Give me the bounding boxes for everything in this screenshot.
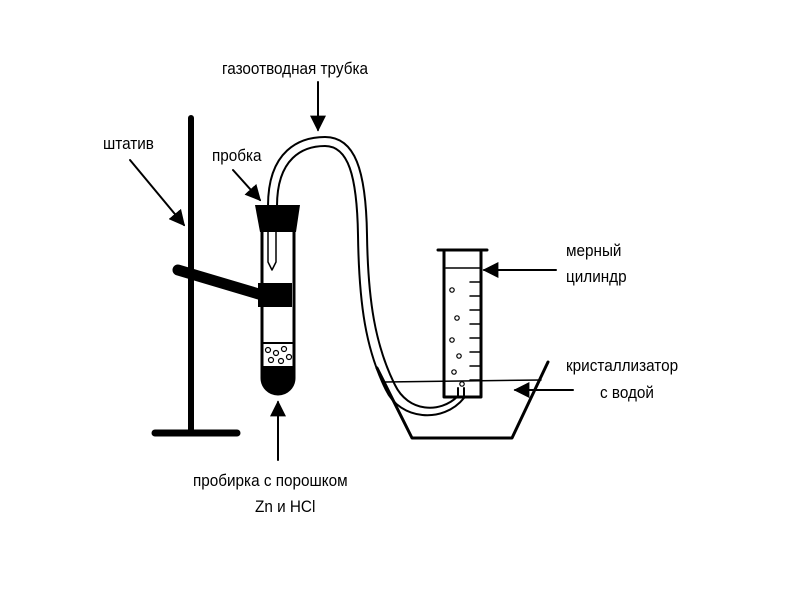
- gas-delivery-tube: [267, 136, 465, 417]
- cylinder-body: [436, 248, 489, 399]
- crystallizer: [375, 360, 550, 440]
- label-test-tube-2: Zn и HCl: [255, 497, 315, 516]
- label-stopper: пробка: [212, 146, 262, 165]
- stand: [151, 115, 292, 437]
- gas-bubbles: [264, 345, 293, 365]
- label-crystallizer-1: кристаллизатор: [566, 356, 678, 375]
- label-cylinder-2: цилиндр: [566, 267, 627, 286]
- gas-tube-left-wall: [267, 136, 459, 409]
- label-gas-tube: газоотводная трубка: [222, 59, 368, 78]
- stopper: [255, 205, 300, 232]
- label-stand: штатив: [103, 134, 154, 153]
- water-surface: [384, 379, 542, 383]
- label-test-tube-1: пробирка с порошком: [193, 471, 348, 490]
- zinc-powder: [263, 366, 293, 393]
- crystallizer-vessel: [375, 360, 550, 440]
- stopper-arrow: [232, 169, 262, 202]
- stand-arrow: [129, 159, 186, 227]
- cylinder-bubbles: [449, 287, 465, 387]
- label-cylinder-1: мерный: [566, 241, 621, 260]
- stand-clamp-arm: [172, 264, 268, 301]
- cylinder-graduations: [469, 281, 481, 381]
- tube-inner-end: [267, 231, 277, 271]
- test-tube-body: [260, 213, 296, 396]
- arrows: [129, 81, 574, 461]
- stand-clamp: [258, 283, 292, 307]
- measuring-cylinder: [436, 248, 489, 399]
- test-tube: [255, 205, 300, 396]
- gas-tube-right-wall: [276, 145, 465, 417]
- label-crystallizer-2: с водой: [600, 383, 654, 402]
